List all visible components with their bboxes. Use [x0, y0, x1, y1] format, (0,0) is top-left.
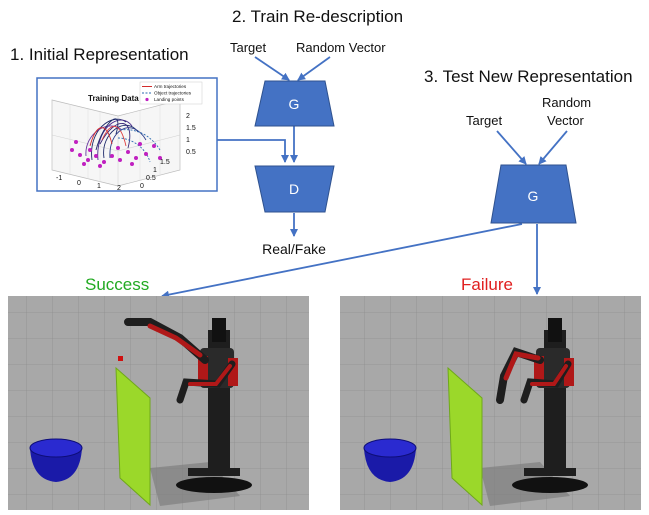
success-label: Success [85, 275, 149, 294]
x-tick-0: -1 [56, 175, 62, 182]
random-vector-label-test-2: Vector [547, 113, 585, 128]
target-label-train: Target [230, 40, 267, 55]
bowl-failure [363, 438, 417, 482]
real-fake-label: Real/Fake [262, 241, 326, 257]
legend-landing: Landing points [154, 97, 185, 102]
legend-object: Object trajectories [154, 91, 192, 96]
z-tick-1: 1 [186, 137, 190, 144]
failure-scene [340, 296, 641, 510]
legend-arm: Arm trajectories [154, 84, 187, 89]
arrow-target-to-g-test [496, 130, 527, 165]
x-tick-3: 2 [117, 185, 121, 192]
y-tick-2: 1 [153, 167, 157, 174]
arrow-random-to-g-test [538, 130, 568, 165]
training-data-plot: Training Data [36, 77, 218, 192]
robot-failure [496, 318, 588, 493]
z-tick-0: 0.5 [186, 149, 196, 156]
random-vector-label-train: Random Vector [296, 40, 386, 55]
arrow-g-to-success [161, 223, 523, 299]
arrow-random-to-g [297, 56, 331, 81]
success-scene [8, 296, 309, 510]
robot [124, 318, 252, 493]
generator-label-train: G [289, 96, 300, 112]
x-tick-1: 0 [77, 180, 81, 187]
discriminator-block: D [254, 165, 335, 213]
y-tick-3: 1.5 [160, 159, 170, 166]
arrow-data-to-d [217, 139, 289, 163]
failure-label: Failure [461, 275, 513, 294]
target-board-failure [447, 366, 483, 507]
y-tick-1: 0.5 [146, 175, 156, 182]
thrown-object [118, 356, 123, 361]
generator-block-train: G [254, 80, 335, 127]
target-label-test: Target [466, 113, 503, 128]
arrow-target-to-g [254, 56, 290, 81]
target-board [115, 366, 151, 507]
training-plot-title: Training Data [88, 94, 139, 103]
step3-title: 3. Test New Representation [424, 67, 633, 86]
y-tick-0: 0 [140, 183, 144, 190]
random-vector-label-test-1: Random [542, 95, 591, 110]
generator-label-test: G [528, 188, 539, 204]
z-tick-2: 1.5 [186, 125, 196, 132]
step1-title: 1. Initial Representation [10, 45, 189, 64]
x-tick-2: 1 [97, 183, 101, 190]
step2-title: 2. Train Re-description [232, 7, 403, 26]
discriminator-label: D [289, 181, 299, 197]
bowl [29, 438, 83, 482]
z-tick-3: 2 [186, 113, 190, 120]
generator-block-test: G [490, 164, 577, 224]
